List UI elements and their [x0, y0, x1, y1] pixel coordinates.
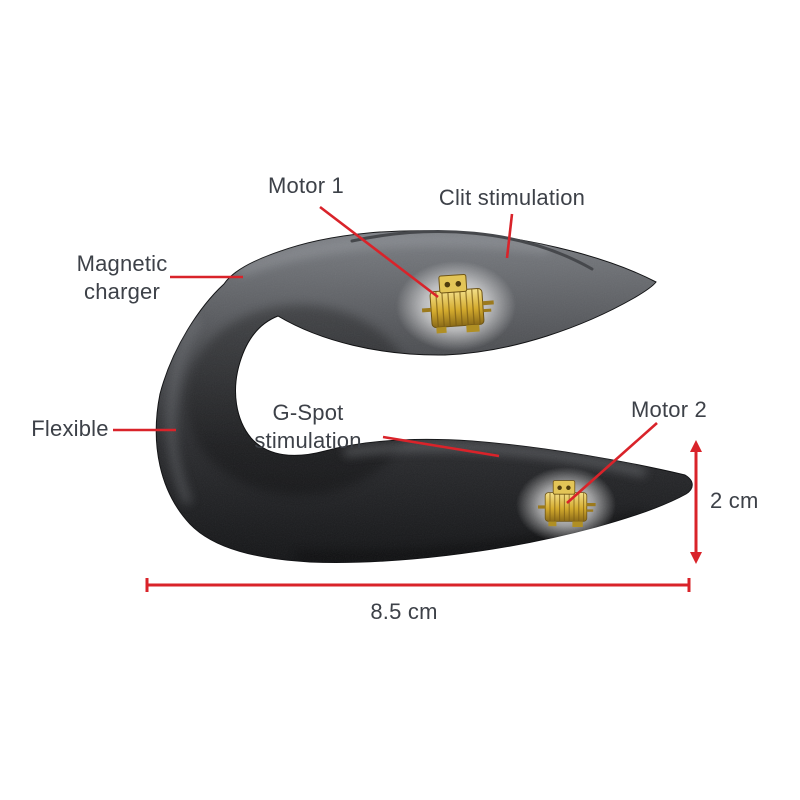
label-height-dimension: 2 cm [710, 488, 759, 513]
annotation-lines [113, 205, 658, 504]
gspot-pointer-line [382, 435, 500, 458]
label-flexible: Flexible [31, 416, 109, 441]
motor-2-pointer-line [566, 422, 658, 504]
motor-1-pointer-line [319, 205, 439, 299]
label-magnetic-charger: Magnetic charger [76, 251, 168, 304]
label-width-dimension: 8.5 cm [370, 599, 438, 624]
label-motor-1: Motor 1 [268, 173, 344, 198]
antenna-line [350, 230, 594, 271]
label-gspot-stimulation: G-Spot stimulation [254, 400, 362, 453]
label-motor-2: Motor 2 [631, 397, 707, 422]
label-clit-stimulation: Clit stimulation [438, 185, 586, 210]
clit-pointer-line [505, 213, 514, 259]
height-dimension-line [690, 440, 702, 564]
width-dimension-line [145, 578, 691, 592]
